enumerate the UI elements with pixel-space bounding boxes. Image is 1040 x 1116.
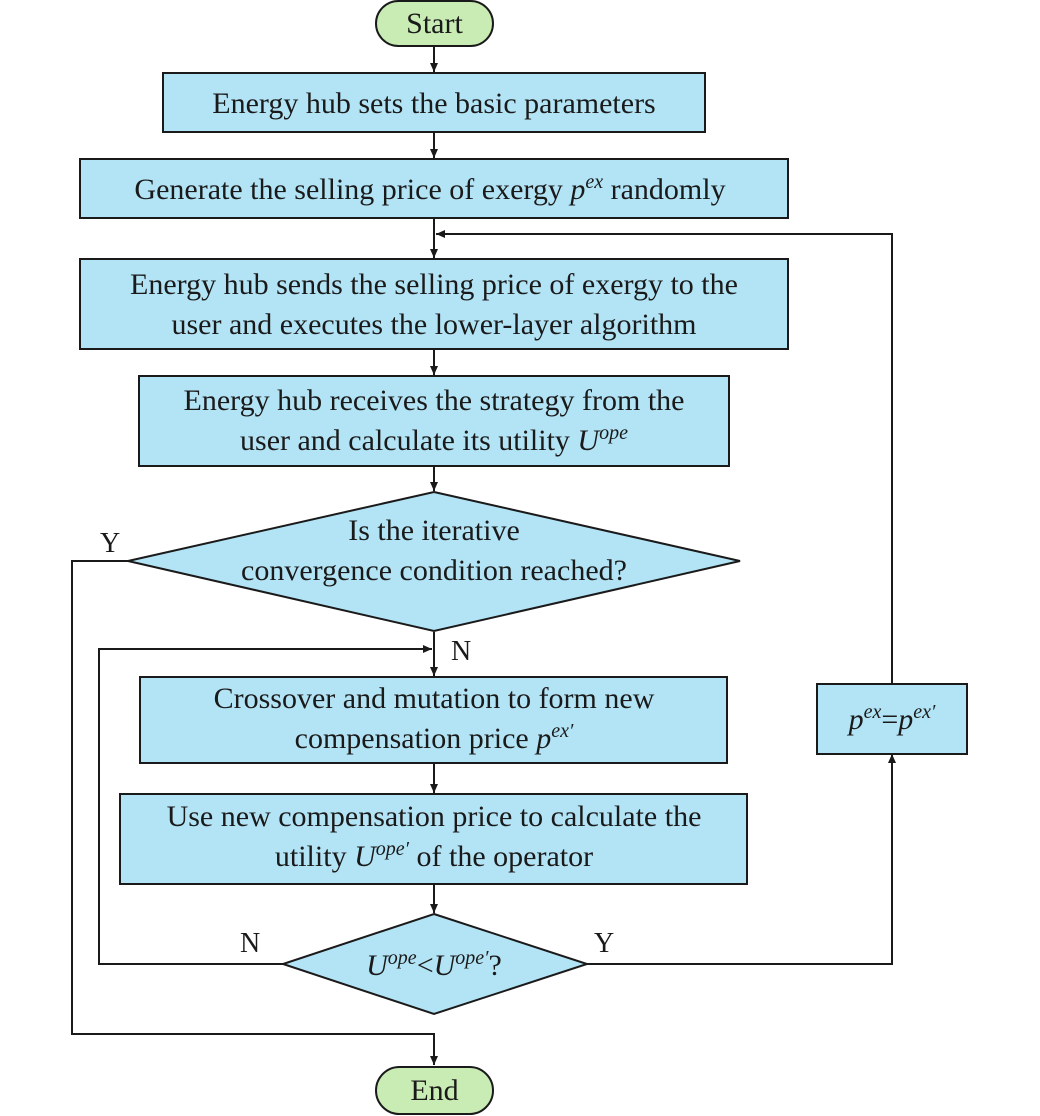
compare-yes-label: Y — [594, 928, 614, 959]
start-node: Start — [375, 0, 494, 47]
send-price-line1: Energy hub sends the selling price of ex… — [130, 268, 738, 301]
new-utility-node: Use new compensation price to calculate … — [119, 793, 748, 885]
convergence-line1: Is the iterative — [348, 514, 520, 547]
set-params-label: Energy hub sets the basic parameters — [212, 87, 655, 120]
compare-label: Uope<Uope′? — [366, 947, 502, 982]
crossover-node: Crossover and mutation to form new compe… — [139, 676, 728, 764]
arrow-compare-no-loop — [98, 645, 432, 965]
receive-strategy-node: Energy hub receives the strategy from th… — [138, 375, 730, 467]
connectors — [71, 46, 896, 1065]
arrow-compare-yes-to-update — [587, 754, 896, 965]
convergence-yes-label: Y — [100, 528, 120, 559]
start-label: Start — [406, 7, 463, 40]
generate-price-label: Generate the selling price of exergy pex… — [134, 171, 725, 206]
send-price-line2: user and executes the lower-layer algori… — [171, 308, 696, 341]
update-price-node: pex=pex′ — [816, 683, 968, 755]
generate-price-node: Generate the selling price of exergy pex… — [79, 158, 789, 219]
update-price-label: pex=pex′ — [847, 701, 936, 736]
arrow-convergence-yes-to-end — [71, 560, 438, 1065]
set-params-node: Energy hub sets the basic parameters — [162, 72, 706, 133]
end-label: End — [410, 1074, 458, 1107]
convergence-no-label: N — [451, 636, 471, 667]
convergence-line2: convergence condition reached? — [241, 554, 627, 587]
crossover-line2: compensation price pex′ — [295, 720, 574, 755]
convergence-decision: Is the iterative convergence condition r… — [127, 490, 741, 633]
send-price-node: Energy hub sends the selling price of ex… — [79, 258, 789, 350]
compare-decision: Uope<Uope′? — [279, 912, 591, 1016]
end-node: End — [375, 1066, 494, 1115]
arrow-update-loop-back — [436, 230, 893, 683]
receive-strategy-line1: Energy hub receives the strategy from th… — [184, 384, 685, 417]
compare-no-label: N — [240, 928, 260, 959]
new-utility-line2: utility Uope′ of the operator — [275, 838, 593, 873]
new-utility-line1: Use new compensation price to calculate … — [167, 800, 702, 833]
crossover-line1: Crossover and mutation to form new — [214, 682, 655, 715]
receive-strategy-line2: user and calculate its utility Uope — [240, 422, 628, 457]
